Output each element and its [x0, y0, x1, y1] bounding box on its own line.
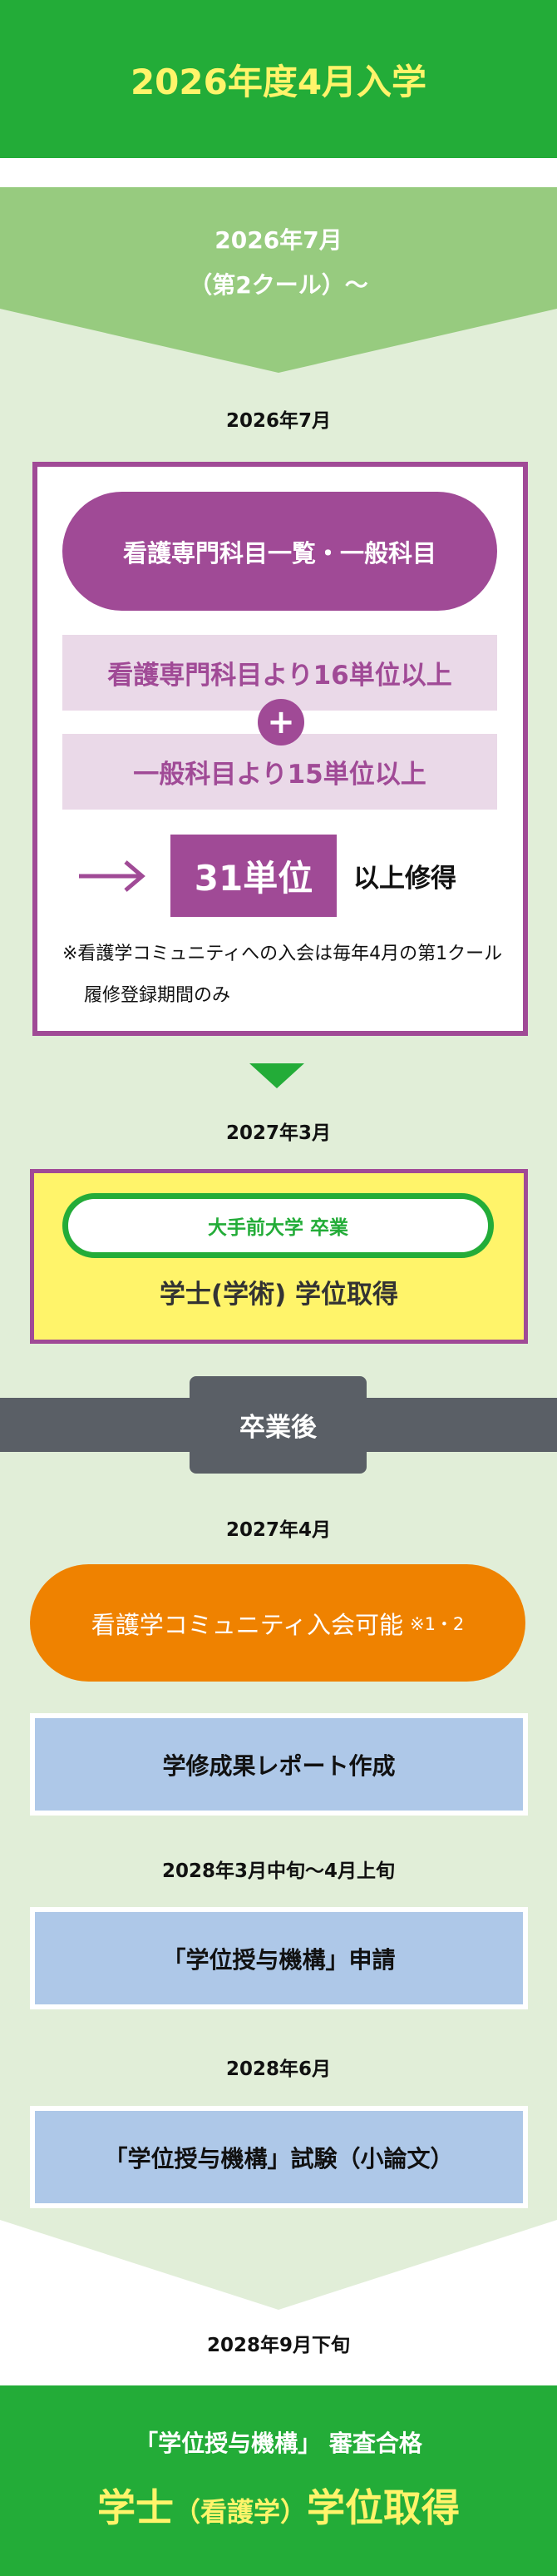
exam-step: 「学位授与機構」試験（小論文）: [30, 2106, 528, 2208]
start-cool: （第2クール）～: [189, 271, 368, 299]
community-note: ※看護学コミュニティへの入会は毎年4月の第1クール履修登録期間のみ: [62, 944, 503, 1006]
step6-date: 2028年6月: [225, 2058, 332, 2080]
requirement-nursing: 看護専門科目より16単位以上: [62, 635, 497, 711]
requirement-general-text: 一般科目より15単位以上: [133, 760, 426, 790]
bachelor-nursing-degree: 学士（看護学）学位取得: [0, 2478, 557, 2533]
degree-obtained: 学位取得: [307, 2485, 460, 2530]
report-label: 学修成果レポート作成: [162, 1751, 396, 1780]
report-step: 学修成果レポート作成: [30, 1713, 528, 1816]
application-label: 「学位授与機構」申請: [162, 1945, 396, 1974]
final-result-banner: [0, 2385, 557, 2576]
graduation-pill: 大手前大学 卒業: [62, 1193, 494, 1258]
final-date: 2028年9月下旬: [206, 2335, 351, 2356]
graduation-label: 大手前大学 卒業: [207, 1217, 348, 1239]
start-period: 2026年7月 （第2クール）～: [0, 218, 557, 308]
down-triangle-icon: [249, 1063, 304, 1088]
after-graduation-label: 卒業後: [190, 1376, 367, 1474]
step2-date: 2027年3月: [225, 1122, 332, 1144]
step3-date: 2027年4月: [225, 1519, 332, 1541]
plus-icon: +: [258, 699, 304, 746]
community-join-label: 看護学コミュニティ入会可能: [91, 1610, 403, 1639]
requirement-general: 一般科目より15単位以上: [62, 734, 497, 810]
bachelor-arts-degree: 学士(学術) 学位取得: [159, 1280, 399, 1310]
degree-bachelor: 学士: [96, 2485, 174, 2530]
page-header: 2026年度4月入学: [0, 0, 557, 158]
arrow-right-icon: [79, 860, 145, 892]
total-units-suffix: 以上修得: [353, 864, 456, 894]
total-units: 31単位: [170, 835, 337, 917]
step5-date: 2028年3月中旬～4月上旬: [161, 1860, 396, 1882]
header-title: 2026年度4月入学: [130, 61, 427, 102]
community-join-note: ※1・2: [409, 1613, 465, 1634]
start-chevron: [0, 187, 557, 373]
application-step: 「学位授与機構」申請: [30, 1907, 528, 2009]
degree-field: （看護学）: [173, 2496, 307, 2528]
step1-date: 2026年7月: [225, 410, 332, 432]
community-join-pill: 看護学コミュニティ入会可能 ※1・2: [30, 1564, 525, 1682]
exam-label: 「学位授与機構」試験（小論文）: [104, 2144, 454, 2172]
start-date: 2026年7月: [214, 226, 343, 254]
requirement-nursing-text: 看護専門科目より16単位以上: [107, 661, 452, 691]
review-passed: 「学位授与機構」 審査合格: [135, 2430, 422, 2457]
subjects-list-label: 看護専門科目一覧・一般科目: [122, 538, 436, 567]
subjects-list-button[interactable]: 看護専門科目一覧・一般科目: [62, 492, 497, 611]
